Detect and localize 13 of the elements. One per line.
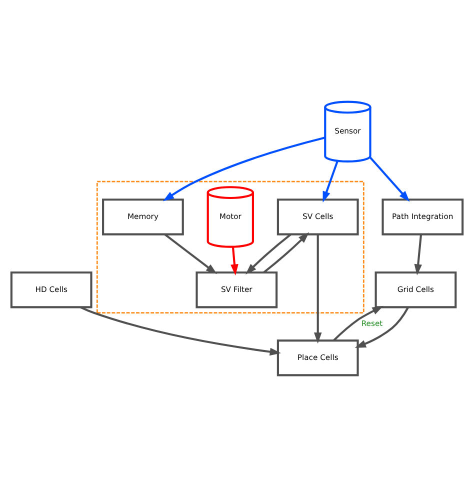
arrow <box>314 234 322 344</box>
arrow <box>370 157 410 202</box>
cluster <box>96 180 364 314</box>
arrow <box>164 234 217 274</box>
arrow <box>246 234 292 274</box>
arrow <box>354 306 410 348</box>
arrow <box>414 234 422 276</box>
arrow <box>230 246 238 276</box>
arrow <box>322 161 338 203</box>
arrow <box>80 306 281 356</box>
arrow <box>333 306 384 342</box>
arrow <box>162 136 326 202</box>
arrow <box>263 232 310 274</box>
